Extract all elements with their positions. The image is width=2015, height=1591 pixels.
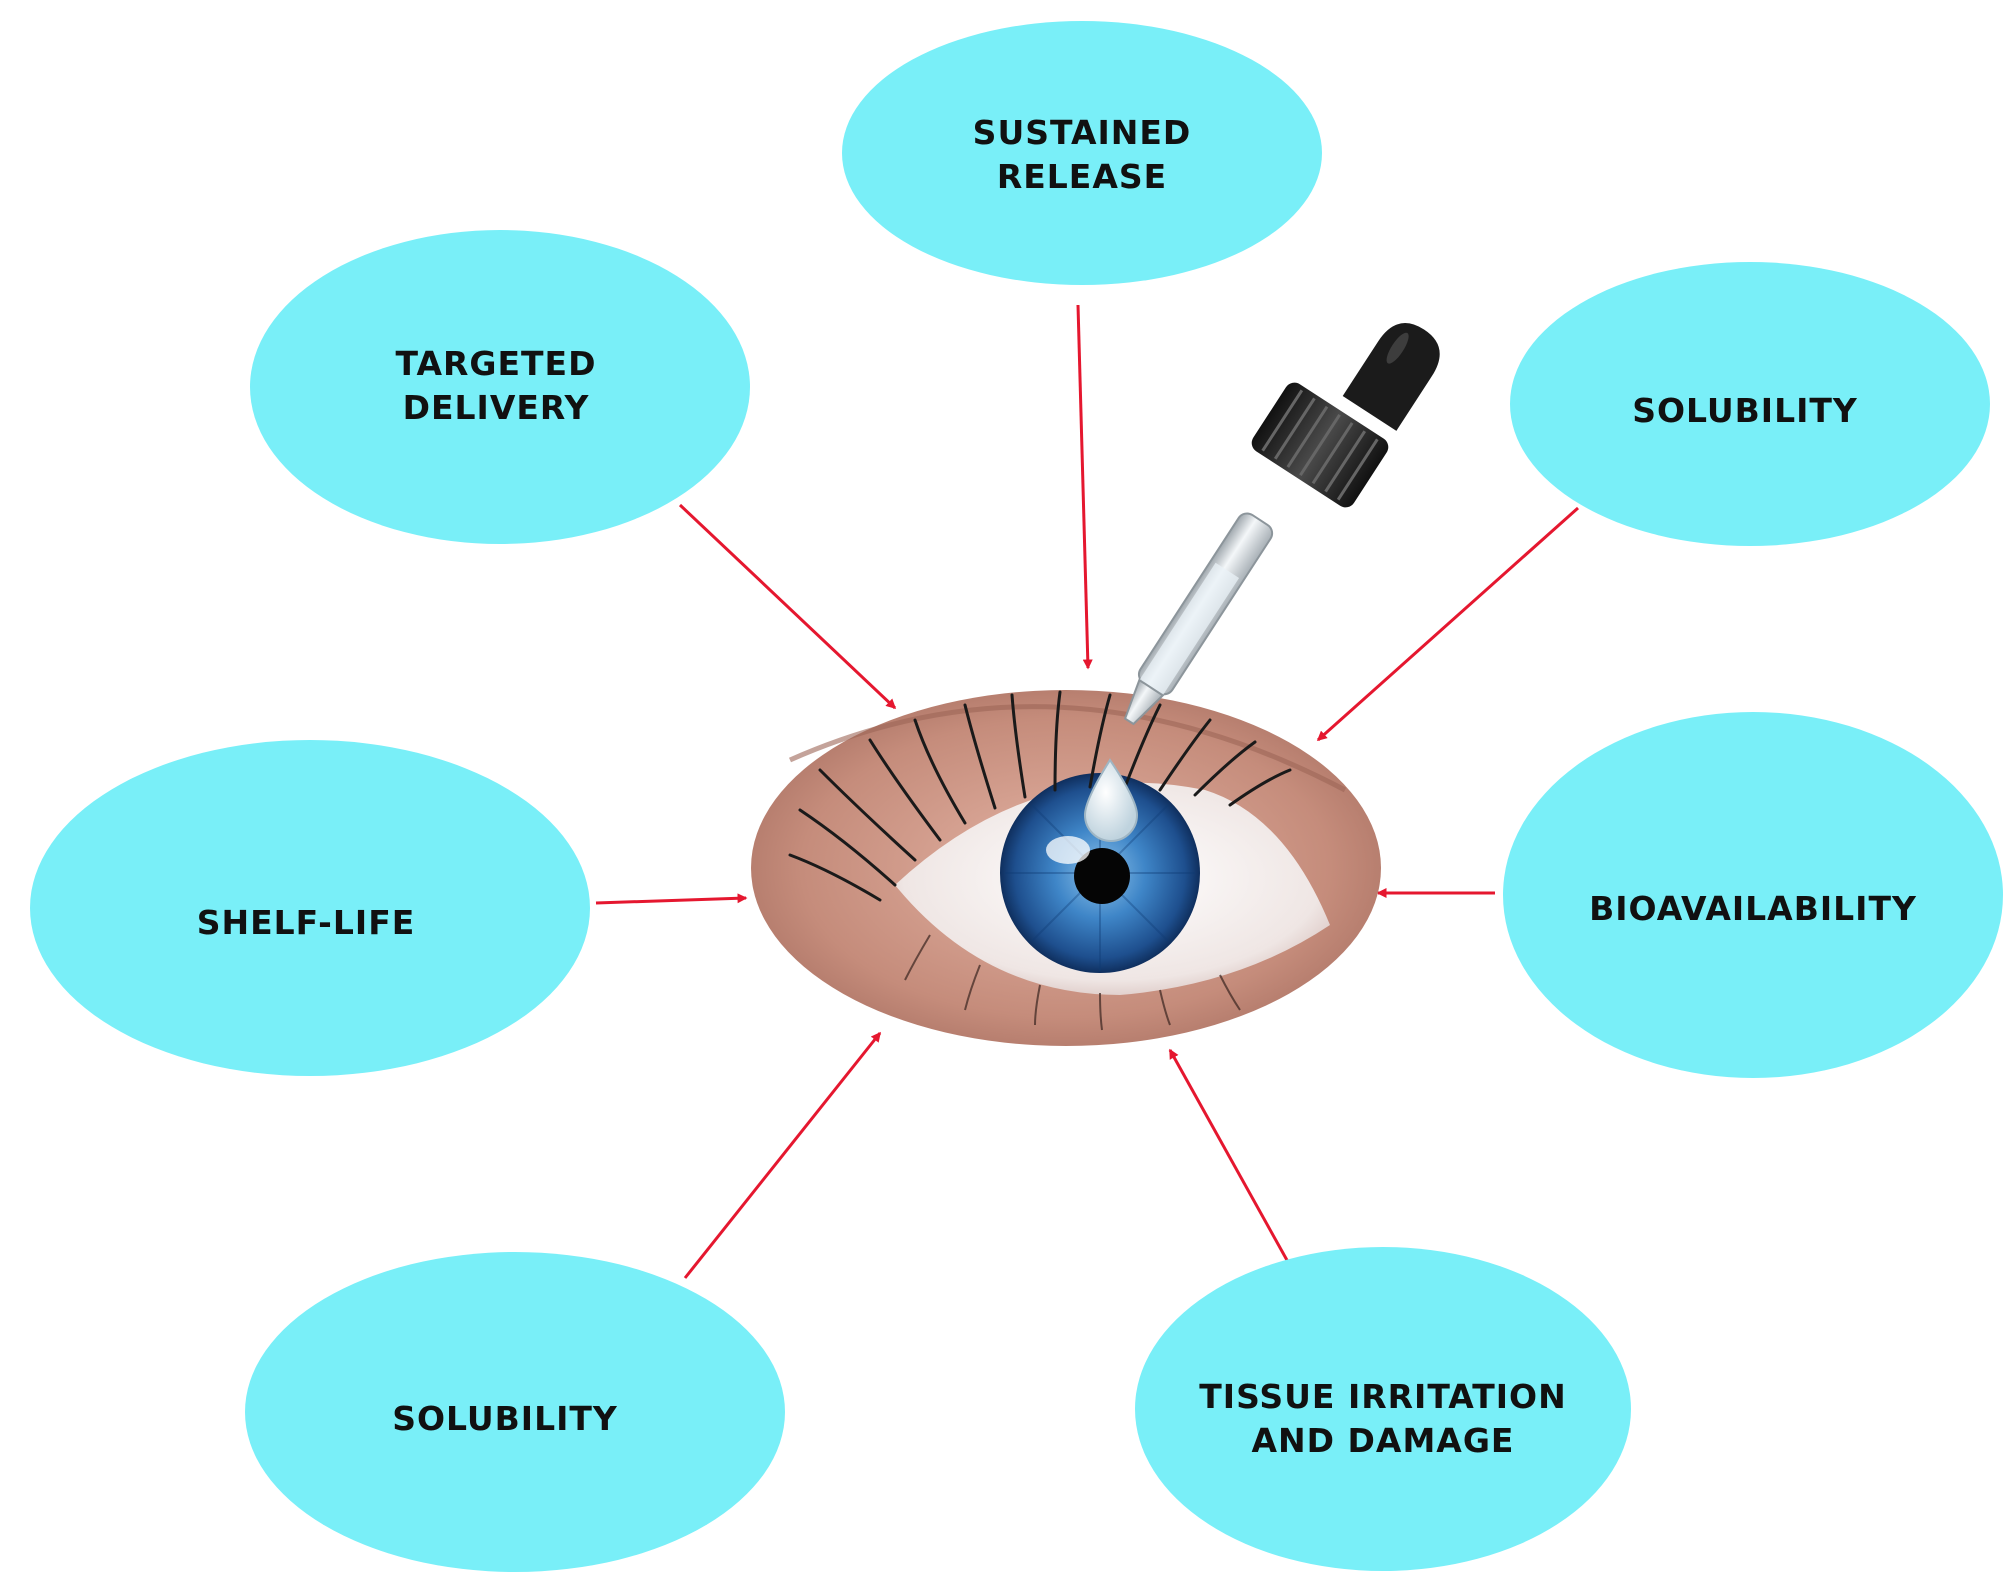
label-sustained-release-2: RELEASE [997,157,1167,196]
bubble-sustained-release: SUSTAINED RELEASE [842,21,1322,285]
bubble-solubility-top: SOLUBILITY [1510,262,1990,546]
label-solubility-top: SOLUBILITY [1632,391,1858,430]
bubble-solubility-bottom: SOLUBILITY [245,1252,785,1572]
label-targeted-delivery-2: DELIVERY [403,388,590,427]
eyelashes [788,690,1292,902]
arrow-solubility-bottom [683,1031,882,1279]
arrow-sustained-release [1076,304,1093,670]
label-tissue-irritation-1: TISSUE IRRITATION [1199,1377,1566,1416]
label-tissue-irritation-2: AND DAMAGE [1252,1421,1515,1460]
bubble-targeted-delivery: TARGETED DELIVERY [250,230,750,544]
arrow-tissue-irritation [1168,1048,1290,1263]
eye-drop [1083,758,1139,842]
label-sustained-release-1: SUSTAINED [973,113,1192,152]
dropper-icon [1123,323,1440,726]
arrow-targeted-delivery [678,503,897,710]
label-solubility-bottom: SOLUBILITY [392,1399,618,1438]
bubble-tissue-irritation: TISSUE IRRITATION AND DAMAGE [1135,1247,1631,1571]
label-shelf-life: SHELF-LIFE [197,903,416,942]
label-targeted-delivery-1: TARGETED [396,344,597,383]
bubble-shelf-life: SHELF-LIFE [30,740,590,1076]
arrow-shelf-life [595,893,748,905]
bubble-bioavailability: BIOAVAILABILITY [1503,712,2003,1078]
arrows [595,304,1579,1279]
label-bioavailability: BIOAVAILABILITY [1589,889,1917,928]
arrow-solubility-top [1316,506,1579,742]
eye-with-dropper-icon [751,323,1440,1046]
eye-pupil [1074,848,1130,904]
